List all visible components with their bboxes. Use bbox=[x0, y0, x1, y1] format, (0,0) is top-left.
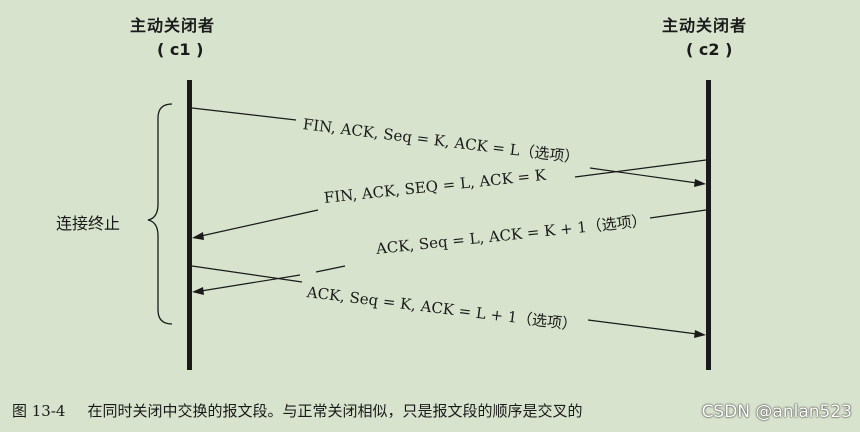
figure-number: 图 13-4 bbox=[12, 402, 66, 420]
message-arrow-4 bbox=[191, 265, 706, 338]
party-c1-title: 主动关闭者 bbox=[130, 16, 216, 35]
message-arrow-1 bbox=[191, 107, 706, 187]
message-arrow-3 bbox=[192, 209, 707, 295]
phase-label: 连接终止 bbox=[56, 214, 121, 233]
figure-caption-text: 在同时关闭中交换的报文段。与正常关闭相似，只是报文段的顺序是交叉的 bbox=[87, 402, 583, 420]
message-arrow-2 bbox=[192, 159, 707, 240]
party-c1-id: ( c1 ) bbox=[157, 40, 204, 59]
lifeline-c1 bbox=[187, 80, 192, 370]
party-c2-id: ( c2 ) bbox=[686, 40, 733, 59]
party-c2-title: 主动关闭者 bbox=[662, 16, 748, 35]
watermark: CSDN @anlan523 bbox=[701, 402, 852, 422]
lifeline-c2 bbox=[706, 80, 711, 370]
figure-caption: 图 13-4 在同时关闭中交换的报文段。与正常关闭相似，只是报文段的顺序是交叉的 bbox=[12, 400, 582, 421]
phase-brace bbox=[147, 103, 173, 325]
